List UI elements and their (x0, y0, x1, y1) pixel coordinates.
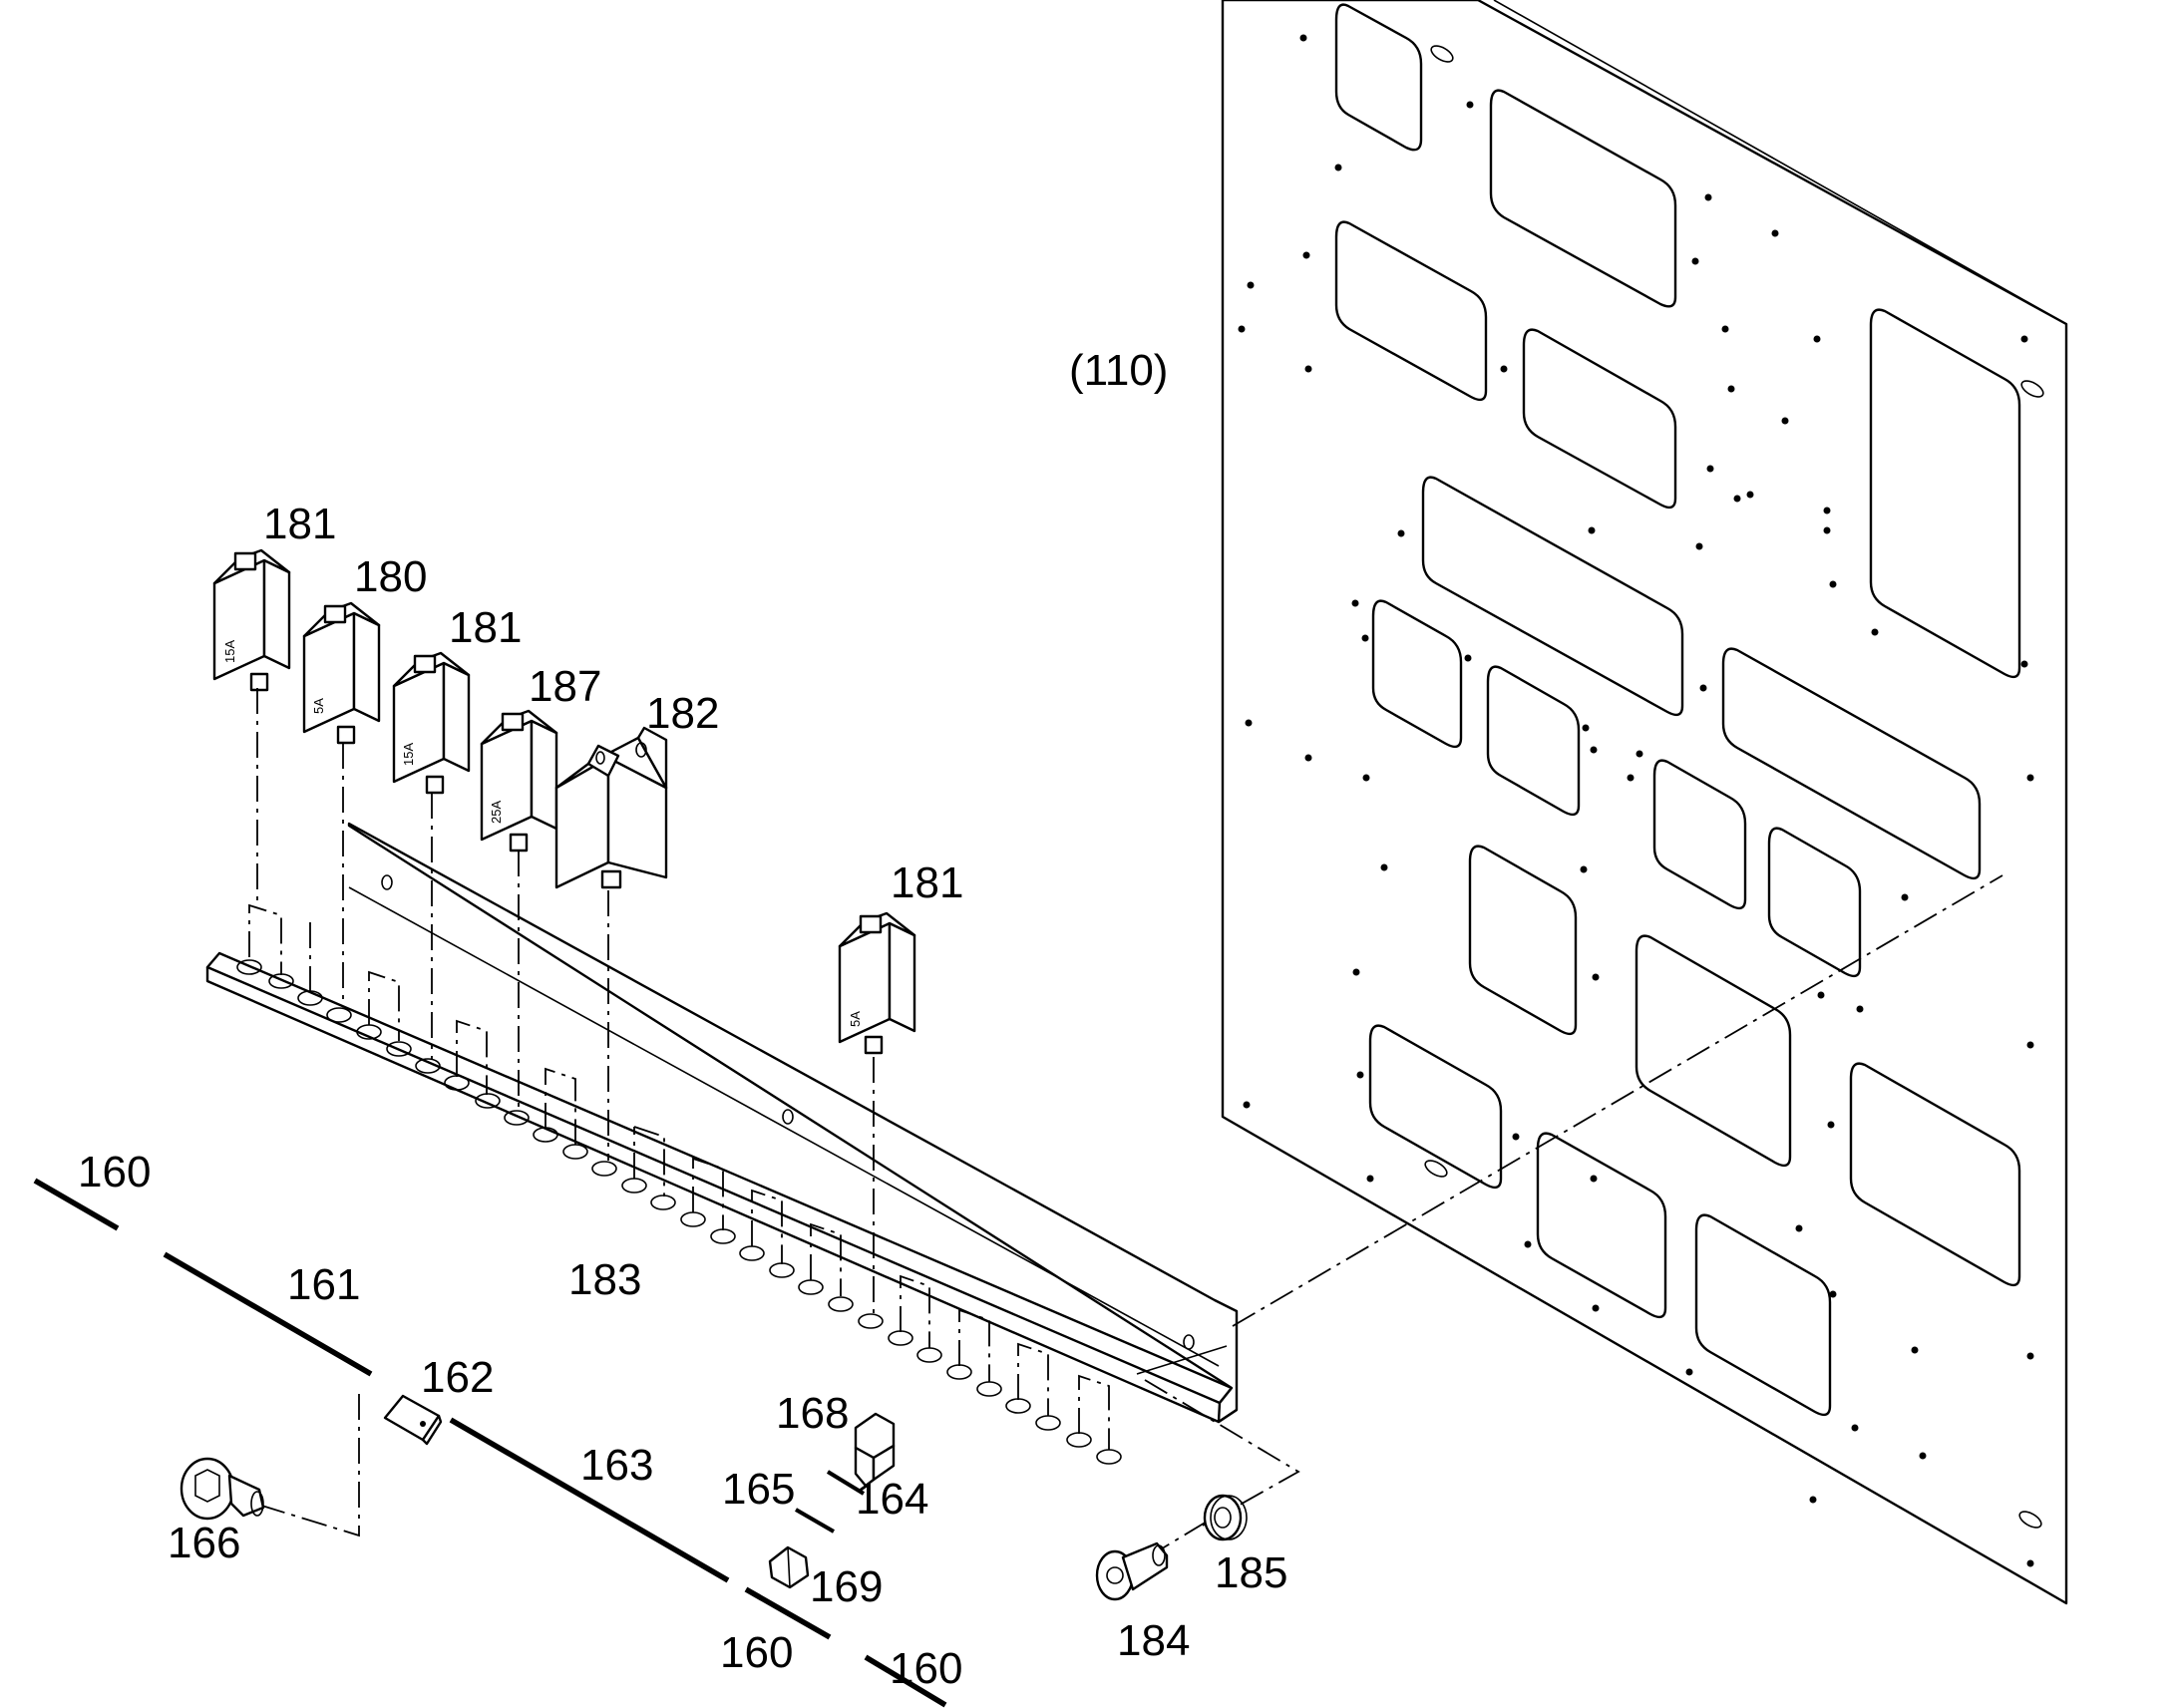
callout-164: 164 (856, 1475, 928, 1524)
callout-165: 165 (722, 1465, 795, 1514)
fuse-181-a: 15A (212, 548, 291, 692)
callout-163: 163 (580, 1441, 653, 1490)
clamp-centerline (254, 1394, 360, 1537)
callout-169: 169 (810, 1562, 883, 1611)
callout-183: 183 (568, 1255, 641, 1304)
plate-mounting-slots (1424, 45, 2044, 1529)
socket-screw-184 (1095, 1541, 1169, 1601)
washer-164 (826, 1470, 866, 1496)
callout-161: 161 (287, 1260, 360, 1309)
clamp-block-162 (383, 1394, 443, 1446)
rod-160-a (33, 1178, 120, 1231)
plate-screw-holes (1238, 34, 2034, 1567)
callout-185: 185 (1215, 1548, 1287, 1597)
fuse-holder-182 (554, 726, 668, 889)
callout-187: 187 (529, 662, 601, 711)
callout-168: 168 (776, 1389, 849, 1438)
plate-reference-label: (110) (1069, 346, 1168, 395)
bolt-168 (854, 1412, 896, 1488)
washer-centerline (1158, 1521, 1208, 1551)
rod-set (33, 1178, 947, 1708)
rail-terminal-leads (248, 903, 1110, 1450)
fuse-rating-label: 5A (311, 698, 326, 714)
fuse-rating-label: 5A (848, 1011, 863, 1027)
callout-182: 182 (646, 689, 719, 738)
nut-169 (768, 1545, 810, 1589)
mounting-plate: (110) (1069, 0, 2068, 1605)
callout-181: 181 (449, 603, 522, 652)
plate-cutouts (1334, 3, 2021, 1417)
fuse-187: 25A (480, 709, 558, 853)
rail-to-plate-centerline (1232, 874, 2003, 1327)
rod-161 (163, 1251, 373, 1377)
fuse-rail-bracket (205, 822, 1239, 1465)
rod-160-c (864, 1654, 947, 1708)
fuse-180: 5A (302, 601, 381, 745)
callout-184: 184 (1117, 1616, 1190, 1665)
fuse-rating-label: 25A (489, 801, 504, 824)
callout-180: 180 (354, 552, 427, 601)
fuse-rating-label: 15A (222, 640, 237, 663)
screw-centerline (1144, 1379, 1300, 1527)
callout-181: 181 (263, 500, 336, 548)
socket-screw-166 (180, 1457, 265, 1521)
callout-160: 160 (720, 1628, 793, 1677)
fuse-181-c: 5A (838, 911, 916, 1055)
fuse-181-b: 15A (392, 651, 471, 795)
callout-162: 162 (421, 1353, 494, 1402)
callout-166: 166 (168, 1519, 240, 1567)
washer-165 (794, 1508, 836, 1534)
callout-160: 160 (890, 1644, 962, 1693)
callout-160: 160 (78, 1148, 151, 1196)
washer-185 (1203, 1494, 1248, 1541)
callout-181: 181 (891, 858, 963, 907)
fuse-rating-label: 15A (401, 743, 416, 766)
rod-163 (449, 1417, 730, 1583)
callout-labels: 181 180 181 187 182 181 183 160 161 162 … (78, 500, 1287, 1693)
rod-160-b (744, 1586, 832, 1640)
